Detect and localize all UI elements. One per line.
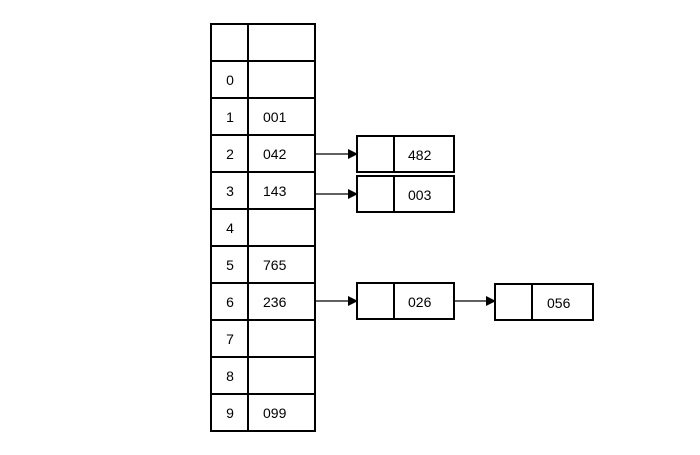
node-pointer-cell [356,135,395,173]
table-row-value: 099 [263,405,287,421]
chain-node: 003 [356,175,455,213]
hash-table: 0 1 001 2 042 3 143 4 5 765 6 236 7 8 9 … [210,23,316,432]
table-row-value: 236 [263,294,287,310]
table-row-value: 001 [263,109,287,125]
node-value: 056 [547,295,571,311]
table-row-index: 5 [226,257,234,273]
chain-row-6: 026 056 [316,282,594,321]
table-row-value: 765 [263,257,287,273]
chain-row-3: 003 [316,175,455,213]
node-value-cell [393,282,455,320]
chain-node: 026 [356,282,455,320]
chain-node: 056 [494,283,594,321]
chain-row-2: 482 [316,135,455,173]
table-row-value: 042 [263,146,287,162]
node-value-cell [531,283,594,321]
table-row-index: 3 [226,183,234,199]
table-row-index: 1 [226,109,234,125]
chain-node: 482 [356,135,455,173]
node-value-cell [393,135,455,173]
table-row-index: 8 [226,368,234,384]
node-value: 003 [408,187,432,203]
table-row-index: 0 [226,72,234,88]
table-row-value: 143 [263,183,287,199]
node-value: 482 [408,147,432,163]
table-outline [210,23,316,432]
table-row-index: 2 [226,146,234,162]
table-row-index: 6 [226,294,234,310]
node-pointer-cell [356,175,395,213]
node-pointer-cell [494,283,533,321]
table-row-index: 9 [226,405,234,421]
table-row-index: 7 [226,331,234,347]
node-value: 026 [408,294,432,310]
table-row-index: 4 [226,220,234,236]
node-pointer-cell [356,282,395,320]
node-value-cell [393,175,455,213]
